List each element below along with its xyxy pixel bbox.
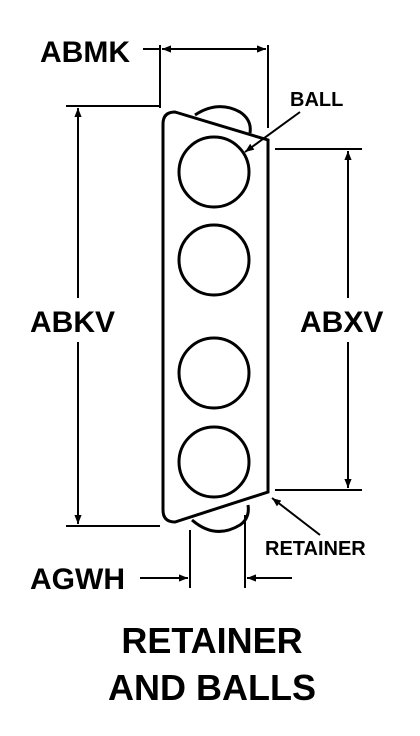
caption-line-1: RETAINER [121, 620, 302, 661]
retainer-body [161, 110, 270, 524]
ball-callout-arrow [244, 111, 301, 153]
ball-cap-top [194, 105, 252, 134]
ball-4 [177, 425, 251, 499]
ball-callout-label: BALL [290, 89, 343, 111]
abkv-label: ABKV [30, 306, 115, 339]
caption-line-2: AND BALLS [108, 667, 316, 708]
ball-2 [177, 223, 251, 297]
abxv-label: ABXV [300, 306, 383, 339]
ball-3 [177, 336, 251, 410]
agwh-label: AGWH [30, 563, 125, 596]
retainer-callout-label: RETAINER [265, 538, 366, 560]
ball-1 [177, 135, 251, 209]
retainer-callout-arrow [271, 497, 321, 536]
ball-cap-bottom [191, 504, 250, 533]
balls-group [177, 135, 251, 499]
abmk-label: ABMK [40, 36, 130, 69]
